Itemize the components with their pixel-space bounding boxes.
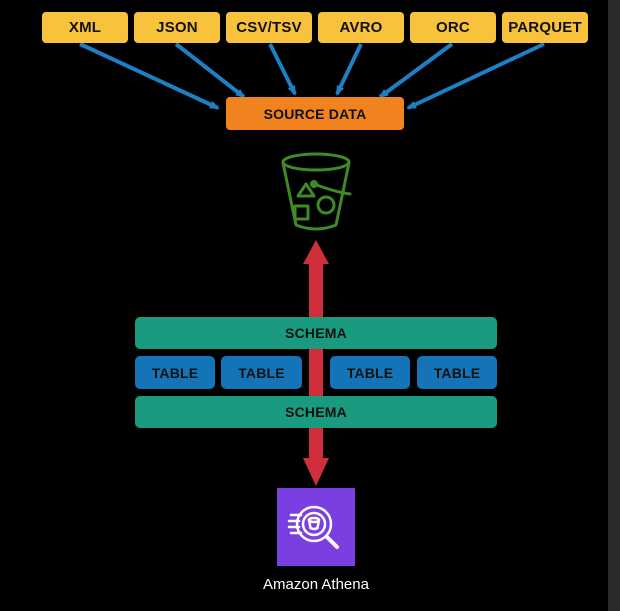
arrow-xml-to-source [79, 42, 220, 110]
table-label: TABLE [346, 364, 394, 381]
schema-label: SCHEMA [285, 325, 347, 341]
format-label: XML [68, 19, 102, 36]
format-box-avro: AVRO [318, 12, 404, 43]
table-label: TABLE [433, 364, 481, 381]
arrow-avro-to-source [335, 43, 363, 96]
schema-bar-top: SCHEMA [135, 317, 497, 349]
format-box-xml: XML [42, 12, 128, 43]
arrow-json-to-source [174, 42, 246, 99]
arrow-csv-to-source [268, 43, 297, 96]
table-box: TABLE [135, 356, 215, 389]
format-label: AVRO [339, 19, 383, 36]
window-edge [608, 0, 620, 611]
schema-label: SCHEMA [285, 404, 347, 420]
format-box-orc: ORC [410, 12, 496, 43]
format-label: PARQUET [508, 19, 582, 36]
format-label: ORC [436, 19, 470, 36]
format-box-parquet: PARQUET [502, 12, 588, 43]
table-label: TABLE [151, 364, 199, 381]
arrow-orc-to-source [378, 42, 454, 99]
table-label: TABLE [238, 364, 285, 381]
source-data-label: SOURCE DATA [263, 105, 367, 122]
format-box-csv-tsv: CSV/TSV [226, 12, 312, 43]
format-box-json: JSON [134, 12, 220, 43]
source-data-box: SOURCE DATA [226, 97, 404, 130]
table-box: TABLE [221, 356, 302, 389]
format-label: JSON [156, 19, 198, 36]
format-label: CSV/TSV [236, 19, 302, 36]
arrow-parquet-to-source [406, 42, 545, 110]
athena-label: Amazon Athena [263, 576, 369, 593]
table-box: TABLE [330, 356, 410, 389]
athena-search-icon [277, 488, 355, 566]
schema-bar-bottom: SCHEMA [135, 396, 497, 428]
table-box: TABLE [417, 356, 497, 389]
